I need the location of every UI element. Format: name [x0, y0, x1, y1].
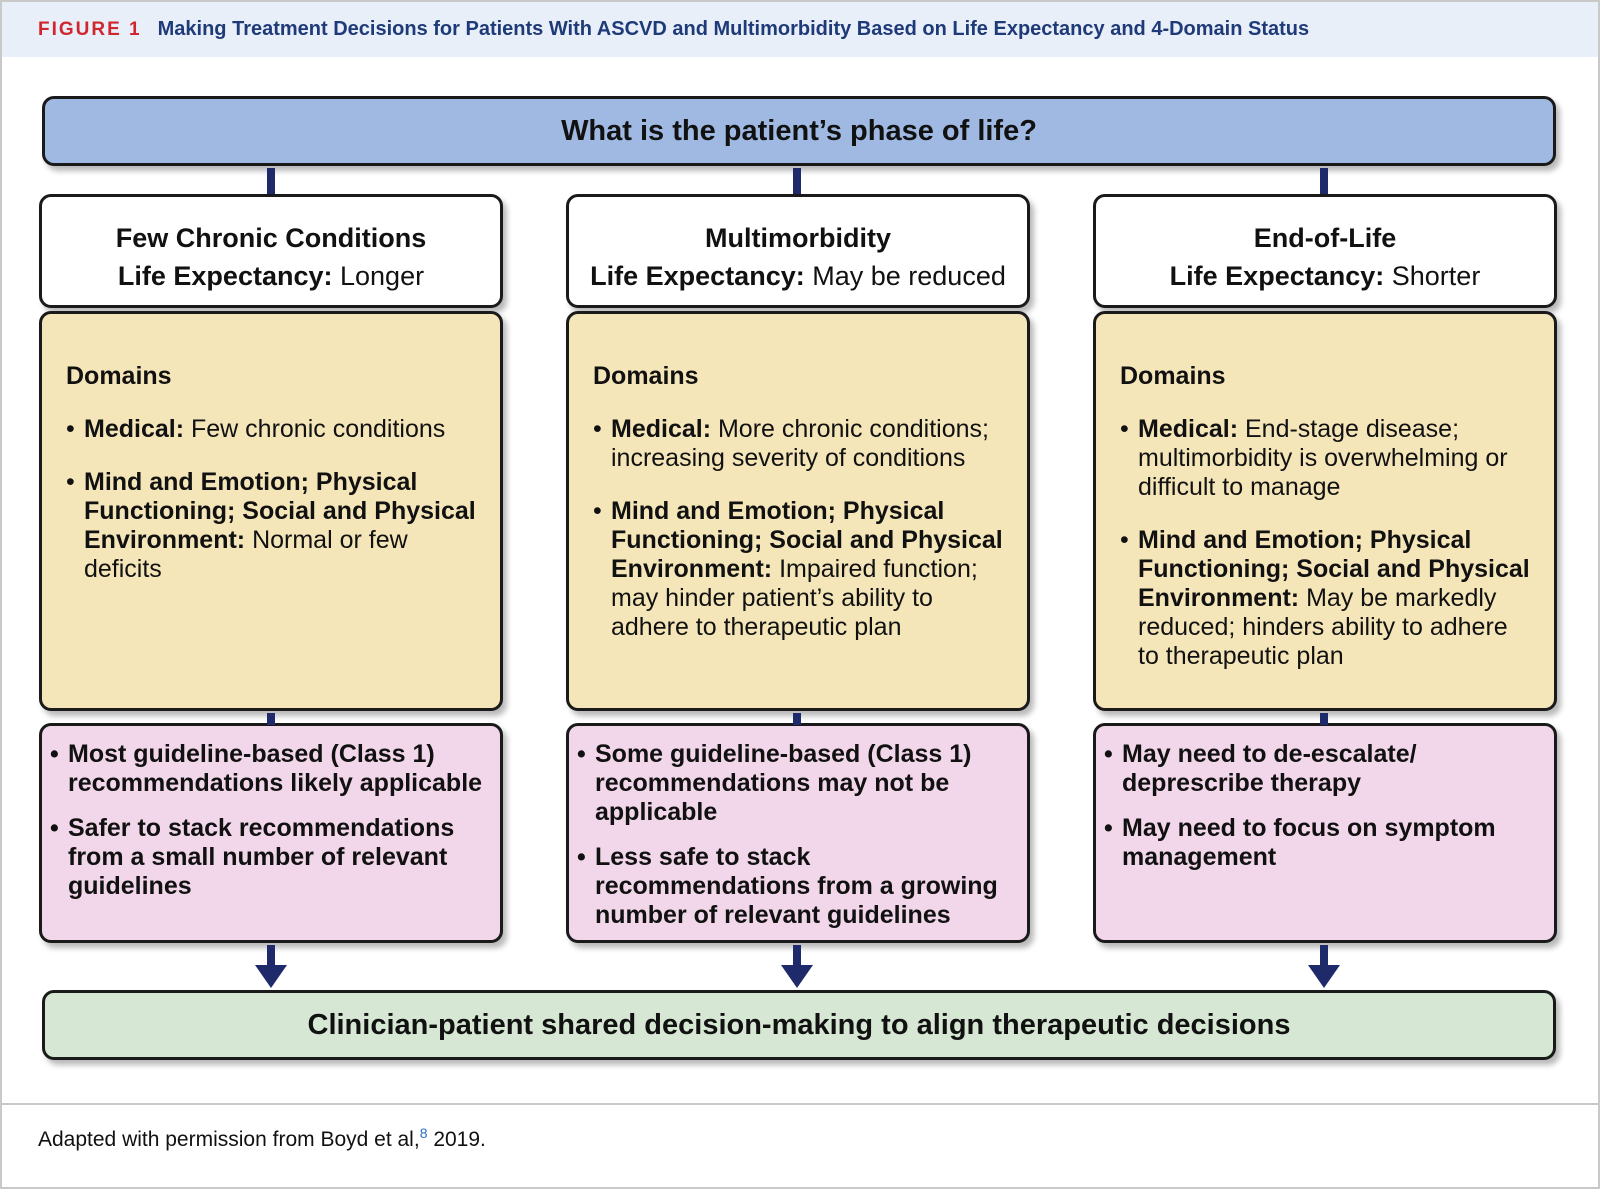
mind-text: May be markedly reduced; hinders ability…	[1138, 584, 1508, 670]
medical-bullet: Medical: Few chronic conditions	[66, 415, 478, 444]
figure-label: FIGURE 1	[38, 18, 142, 40]
life-expectancy-label: Life Expectancy:	[590, 261, 805, 291]
life-expectancy: Life Expectancy: Shorter	[1096, 257, 1554, 295]
figure-caption: FIGURE 1 Making Treatment Decisions for …	[2, 2, 1598, 57]
recommendations-box-multimorbidity: Some guideline-based (Class 1) recommend…	[566, 723, 1030, 943]
shared-decision-box: Clinician-patient shared decision-making…	[42, 990, 1556, 1060]
column-head-few-chronic: Few Chronic Conditions Life Expectancy: …	[39, 194, 503, 308]
connector-mid-col1	[267, 713, 275, 725]
mind-bullet: Mind and Emotion; Physical Functioning; …	[66, 468, 478, 584]
mind-bullet: Mind and Emotion; Physical Functioning; …	[1120, 526, 1532, 671]
domains-heading: Domains	[1120, 362, 1226, 390]
medical-bullet: Medical: End-stage disease; multimorbidi…	[1120, 415, 1532, 502]
connector-mid-col3	[1320, 713, 1328, 725]
domains-heading: Domains	[66, 362, 172, 390]
mind-label: Mind and Emotion; Physical Functioning; …	[84, 468, 476, 554]
figure-title: Making Treatment Decisions for Patients …	[157, 18, 1310, 40]
mind-bullet: Mind and Emotion; Physical Functioning; …	[593, 497, 1005, 642]
recommendations-box-end-of-life: May need to de-escalate/ deprescribe the…	[1093, 723, 1557, 943]
down-arrow-icon	[255, 945, 287, 988]
life-expectancy-value: May be reduced	[812, 261, 1006, 291]
medical-text: End-stage disease; multimorbidity is ove…	[1138, 415, 1508, 501]
shared-decision-text: Clinician-patient shared decision-making…	[307, 1008, 1291, 1041]
column-head-multimorbidity: Multimorbidity Life Expectancy: May be r…	[566, 194, 1030, 308]
mind-text: Normal or few deficits	[84, 526, 408, 583]
column-title: Few Chronic Conditions	[115, 223, 427, 253]
domains-box-few-chronic: Domains Medical: Few chronic conditions …	[39, 311, 503, 711]
phase-of-life-question: What is the patient’s phase of life?	[42, 96, 1556, 166]
rec-bullet: May need to focus on symptom management	[1104, 814, 1544, 872]
down-arrow-icon	[1308, 945, 1340, 988]
rec-bullet: Safer to stack recommendations from a sm…	[50, 814, 490, 901]
rec-bullet: Most guideline-based (Class 1) recommend…	[50, 740, 490, 798]
column-title: End-of-Life	[1253, 223, 1397, 253]
footnote-ref[interactable]: 8	[419, 1125, 428, 1141]
connector-top-col2	[793, 168, 801, 194]
medical-text: More chronic conditions; increasing seve…	[611, 415, 989, 472]
question-text: What is the patient’s phase of life?	[561, 114, 1037, 147]
life-expectancy-label: Life Expectancy:	[1169, 261, 1385, 291]
medical-label: Medical:	[1138, 415, 1239, 443]
recommendations-box-few-chronic: Most guideline-based (Class 1) recommend…	[39, 723, 503, 943]
domains-box-multimorbidity: Domains Medical: More chronic conditions…	[566, 311, 1030, 711]
life-expectancy-label: Life Expectancy:	[117, 261, 333, 291]
life-expectancy-value: Shorter	[1391, 261, 1481, 291]
mind-label: Mind and Emotion; Physical Functioning; …	[1138, 526, 1530, 612]
life-expectancy-value: Longer	[340, 261, 425, 291]
domains-box-end-of-life: Domains Medical: End-stage disease; mult…	[1093, 311, 1557, 711]
rec-bullet: Some guideline-based (Class 1) recommend…	[577, 740, 1017, 827]
medical-bullet: Medical: More chronic conditions; increa…	[593, 415, 1005, 473]
medical-label: Medical:	[611, 415, 712, 443]
footnote: Adapted with permission from Boyd et al,…	[2, 1103, 1598, 1187]
mind-label: Mind and Emotion; Physical Functioning; …	[611, 497, 1003, 583]
down-arrow-icon	[781, 945, 813, 988]
connector-top-col3	[1320, 168, 1328, 194]
column-head-end-of-life: End-of-Life Life Expectancy: Shorter	[1093, 194, 1557, 308]
column-title: Multimorbidity	[705, 223, 891, 253]
life-expectancy: Life Expectancy: May be reduced	[569, 257, 1027, 295]
medical-label: Medical:	[84, 415, 185, 443]
life-expectancy: Life Expectancy: Longer	[42, 257, 500, 295]
footnote-year: 2019.	[433, 1128, 486, 1151]
connector-mid-col2	[793, 713, 801, 725]
footnote-text: Adapted with permission from Boyd et al,	[38, 1128, 420, 1151]
medical-text: Few chronic conditions	[190, 415, 446, 443]
rec-bullet: May need to de-escalate/ deprescribe the…	[1104, 740, 1544, 798]
domains-heading: Domains	[593, 362, 699, 390]
connector-top-col1	[267, 168, 275, 194]
mind-text: Impaired function; may hinder patient’s …	[611, 555, 978, 641]
rec-bullet: Less safe to stack recommendations from …	[577, 843, 1017, 930]
